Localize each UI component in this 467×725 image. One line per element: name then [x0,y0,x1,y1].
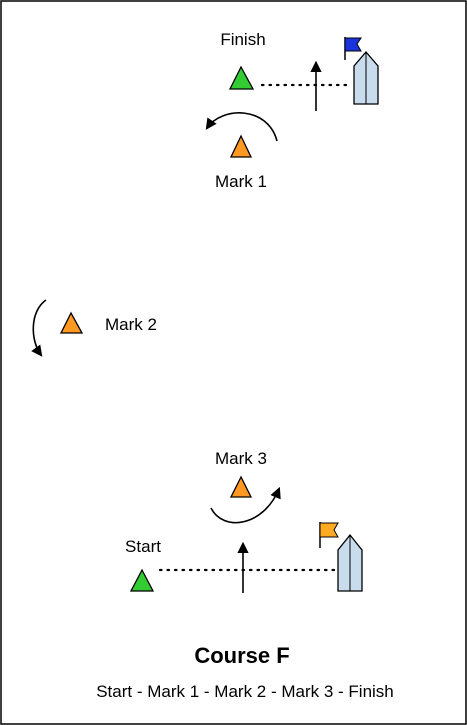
mark1-icon [229,134,253,158]
start-boat-icon [319,522,363,592]
course-title: Course F [194,643,289,668]
mark2-label: Mark 2 [105,315,157,334]
start-mark-icon [129,568,155,592]
mark3-icon [229,475,253,498]
finish-boat-icon [344,37,379,105]
start-flag-icon [319,522,339,538]
mark1-label: Mark 1 [215,172,267,191]
mark1-rounding-arrow [205,112,278,142]
finish-label: Finish [220,30,265,49]
mark2-rounding-arrow [31,299,47,357]
start-label: Start [125,537,161,556]
finish-mark-icon [228,65,255,90]
mark3-rounding-arrow [210,486,281,524]
finish-flag-icon [344,37,362,52]
course-sequence: Start - Mark 1 - Mark 2 - Mark 3 - Finis… [96,682,394,701]
mark2-icon [59,311,84,334]
mark3-label: Mark 3 [215,449,267,468]
